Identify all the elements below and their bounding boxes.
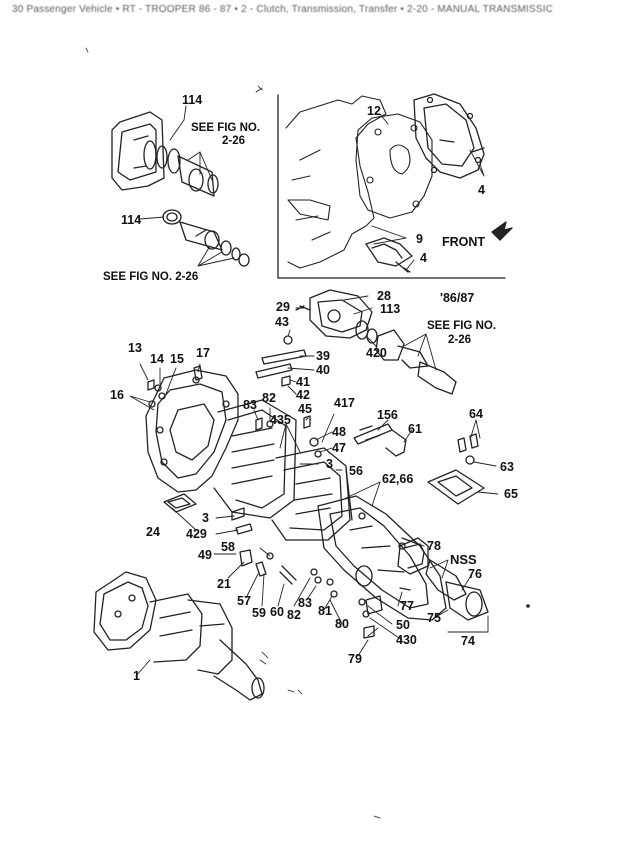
flywheel-housing-plate	[413, 93, 485, 179]
callout-80: 80	[335, 617, 349, 631]
callout-28: 28	[377, 289, 391, 303]
callout-56: 56	[349, 464, 363, 478]
year-code-label: '86/87	[440, 291, 475, 305]
callout-21: 21	[217, 577, 231, 591]
callout-420: 420	[366, 346, 387, 360]
callout-16: 16	[110, 388, 124, 402]
callout-39: 39	[316, 349, 330, 363]
callout-nss: NSS	[450, 552, 477, 567]
callout-40: 40	[316, 363, 330, 377]
callout-114-top: 114	[182, 93, 203, 107]
selector-shaft-156	[353, 423, 407, 457]
callout-3-upper: 3	[326, 457, 333, 471]
callout-42: 42	[296, 388, 310, 402]
callout-60: 60	[270, 605, 284, 619]
see-fig-label-lower: SEE FIG NO. 2-26	[103, 271, 199, 283]
callout-24: 24	[146, 525, 160, 539]
callout-4-lower: 4	[420, 251, 427, 265]
callout-81: 81	[318, 604, 332, 618]
extension-housing-upper	[295, 289, 457, 395]
see-fig-label-top-2: 2-26	[222, 135, 246, 147]
callout-62-66: 62,66	[382, 472, 414, 486]
engine-inset-frame	[277, 94, 506, 279]
callout-76: 76	[468, 567, 482, 581]
callout-49: 49	[198, 548, 212, 562]
callout-9: 9	[416, 232, 423, 246]
callout-430: 430	[396, 633, 417, 647]
callout-77: 77	[400, 599, 414, 613]
callout-417: 417	[334, 396, 355, 410]
callout-14: 14	[150, 352, 164, 366]
callout-61: 61	[408, 422, 422, 436]
callout-15: 15	[170, 352, 184, 366]
callout-156: 156	[377, 408, 398, 422]
callout-435: 435	[270, 413, 291, 427]
front-arrow	[491, 221, 513, 241]
callout-83-lower: 83	[298, 596, 312, 610]
callout-13: 13	[128, 341, 142, 355]
callout-4-upper: 4	[478, 183, 485, 197]
cover-plate-9	[365, 237, 413, 273]
callout-113: 113	[380, 302, 401, 316]
callout-64: 64	[469, 407, 483, 421]
callout-48: 48	[332, 425, 346, 439]
transmission-case-exploded	[145, 369, 447, 621]
callout-82-lower: 82	[287, 608, 301, 622]
shift-cover-plate	[427, 433, 485, 505]
see-fig-label-right-1: SEE FIG NO.	[427, 320, 497, 332]
callout-114-mid: 114	[121, 213, 142, 227]
front-label: FRONT	[442, 235, 486, 249]
callout-79: 79	[348, 652, 362, 666]
assembled-transmission-1	[93, 571, 265, 701]
callout-75: 75	[427, 611, 441, 625]
gasket-24	[163, 493, 197, 513]
see-fig-label-right-2: 2-26	[448, 334, 472, 346]
callout-17: 17	[196, 346, 210, 360]
callout-1: 1	[133, 669, 140, 683]
callout-82-upper: 82	[262, 391, 276, 405]
leader-lines	[129, 105, 499, 677]
callout-45: 45	[298, 402, 312, 416]
callout-65: 65	[504, 487, 518, 501]
rear-seal-and-dust-cover	[355, 537, 489, 621]
callout-63: 63	[500, 460, 514, 474]
callout-83-upper: 83	[243, 398, 257, 412]
page-header-text: 30 Passenger Vehicle • RT - TROOPER 86 -…	[12, 4, 552, 15]
callout-43: 43	[275, 315, 289, 329]
callout-429: 429	[186, 527, 207, 541]
callout-78: 78	[427, 539, 441, 553]
engine-block-sketch	[285, 95, 433, 269]
callout-50: 50	[396, 618, 410, 632]
callout-29: 29	[276, 300, 290, 314]
callout-57: 57	[237, 594, 251, 608]
callout-47: 47	[332, 441, 346, 455]
see-fig-label-top-1: SEE FIG NO.	[191, 122, 261, 134]
callout-58: 58	[221, 540, 235, 554]
clutch-assembly-upper	[111, 111, 219, 197]
clutch-assembly-lower	[162, 209, 250, 267]
callout-59: 59	[252, 606, 266, 620]
callout-74: 74	[461, 634, 475, 648]
callout-41: 41	[296, 375, 310, 389]
scan-marks	[85, 47, 381, 819]
callout-3-lower: 3	[202, 511, 209, 525]
callout-12: 12	[367, 104, 381, 118]
